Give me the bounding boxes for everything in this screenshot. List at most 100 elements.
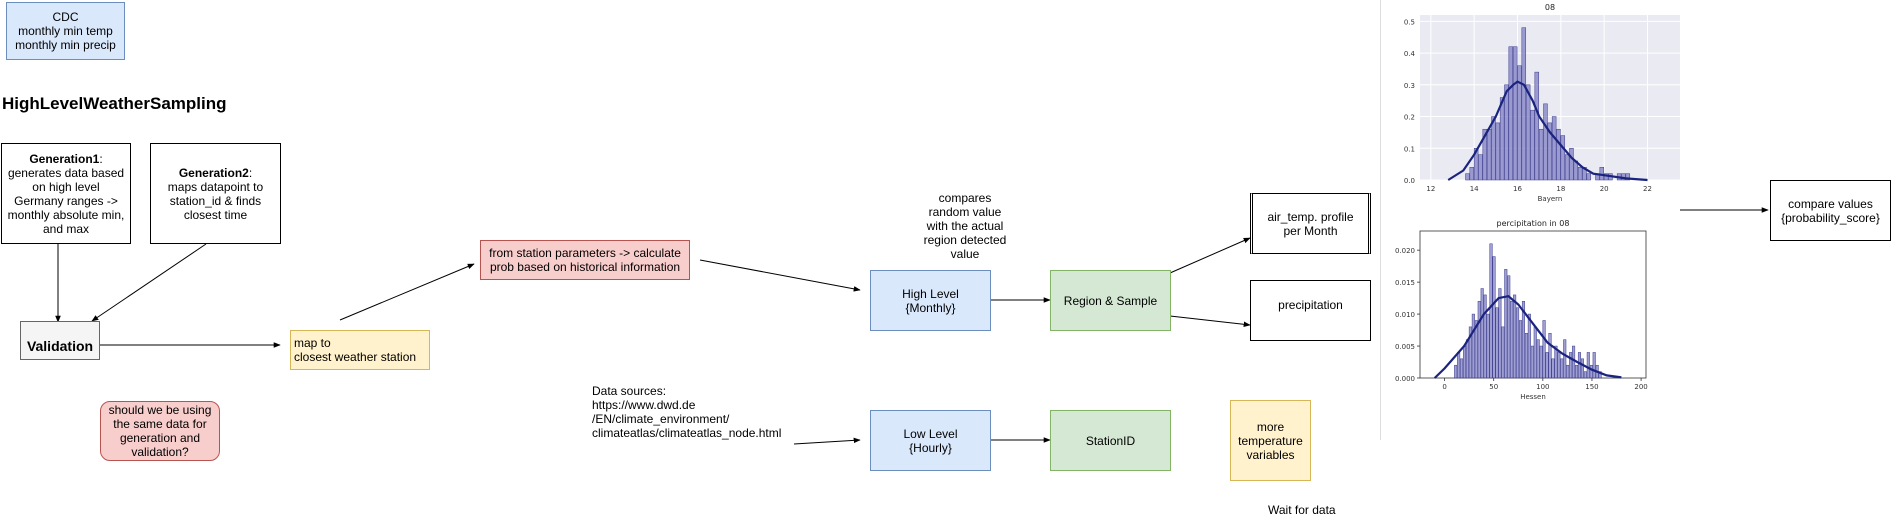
- histogram-bar: [1548, 333, 1552, 379]
- air-temp-line1: air_temp. profile: [1267, 209, 1354, 224]
- y-tick-label: 0.000: [1395, 375, 1415, 383]
- histogram-bar: [1538, 128, 1544, 181]
- arrow-gen2-validation: [91, 243, 207, 322]
- histogram-bar: [1572, 345, 1576, 379]
- histogram-bar: [1589, 364, 1593, 379]
- y-tick-label: 0.020: [1395, 247, 1415, 255]
- validation-label: Validation: [26, 338, 94, 354]
- cdc-line1: monthly min temp: [18, 24, 113, 38]
- prob-line2: prob based on historical information: [489, 260, 681, 274]
- histogram-bar: [1465, 339, 1469, 379]
- y-tick-label: 0.0: [1404, 177, 1415, 185]
- histogram-bar: [1560, 135, 1566, 181]
- generation2-box[interactable]: Generation2: maps datapoint to station_i…: [150, 143, 281, 244]
- high-level-box[interactable]: High Level {Monthly}: [870, 270, 991, 331]
- air-temp-box[interactable]: air_temp. profile per Month: [1250, 193, 1371, 254]
- histogram-bar: [1510, 301, 1514, 379]
- histogram-bar: [1513, 294, 1517, 379]
- histogram-bar: [1504, 84, 1509, 181]
- histogram-bar: [1495, 307, 1499, 379]
- histogram-bar: [1469, 167, 1475, 181]
- histogram-bar: [1473, 148, 1479, 181]
- x-tick-label: 18: [1556, 185, 1565, 193]
- x-tick-label: 150: [1585, 383, 1598, 391]
- data-sources-line1: Data sources:: [592, 384, 667, 398]
- histogram-bar: [1454, 364, 1458, 379]
- x-tick-label: 22: [1643, 185, 1652, 193]
- chart-panel-border: [1380, 0, 1381, 440]
- station-id-box[interactable]: StationID: [1050, 410, 1171, 471]
- histogram-bar: [1542, 320, 1546, 379]
- histogram-bar: [1543, 103, 1548, 181]
- map-station-line1: map to: [294, 336, 331, 350]
- cdc-line2: monthly min precip: [15, 38, 116, 52]
- histogram-bar: [1460, 358, 1464, 379]
- histogram-bar: [1524, 333, 1528, 379]
- histogram-bar: [1533, 326, 1537, 379]
- question-box[interactable]: should we be using the same data for gen…: [100, 401, 220, 461]
- histogram-bar: [1575, 364, 1579, 379]
- histogram-bar: [1569, 352, 1573, 379]
- histogram-bar: [1547, 122, 1553, 181]
- map-station-box[interactable]: map to closest weather station: [290, 330, 430, 370]
- x-tick-label: 12: [1426, 185, 1435, 193]
- histogram-bar: [1508, 46, 1514, 181]
- y-tick-label: 0.005: [1395, 343, 1415, 351]
- chart-title: percipitation in 08: [1497, 219, 1570, 228]
- cdc-title: CDC: [52, 10, 79, 24]
- histogram-bar: [1465, 173, 1470, 181]
- data-sources-line4: climateatlas/climateatlas_node.html: [592, 426, 782, 440]
- more-temp-line3: variables: [1246, 447, 1295, 462]
- histogram-bar: [1566, 364, 1570, 379]
- histogram-bar: [1486, 128, 1492, 181]
- question-text: should we be using the same data for gen…: [108, 403, 212, 459]
- histogram-bar: [1482, 128, 1488, 181]
- arrow-region-precip: [1169, 315, 1251, 328]
- y-tick-label: 0.2: [1404, 114, 1415, 122]
- y-tick-label: 0.015: [1395, 279, 1415, 287]
- y-tick-label: 0.4: [1404, 50, 1416, 58]
- histogram-bar: [1583, 371, 1587, 379]
- histogram-bar: [1478, 154, 1483, 181]
- histogram-bar: [1527, 313, 1531, 379]
- histogram-bar: [1492, 256, 1496, 379]
- precipitation-box[interactable]: precipitation: [1250, 280, 1371, 341]
- compare-values-line1: compare values: [1788, 196, 1873, 211]
- x-tick-label: 16: [1513, 185, 1522, 193]
- data-sources-note: Data sources: https://www.dwd.de /EN/cli…: [592, 384, 781, 440]
- kde-line: [1433, 295, 1622, 379]
- histogram-bar: [1534, 71, 1540, 181]
- chart-title: 08: [1545, 3, 1555, 12]
- histogram-bar: [1504, 269, 1508, 379]
- histogram-bar: [1457, 352, 1461, 379]
- histogram-bar: [1499, 97, 1505, 181]
- low-level-box[interactable]: Low Level {Hourly}: [870, 410, 991, 471]
- low-level-line2: {Hourly}: [909, 440, 952, 455]
- cdc-box[interactable]: CDC monthly min temp monthly min precip: [6, 2, 125, 60]
- high-level-line2: {Monthly}: [905, 300, 956, 315]
- histogram-bar: [1560, 358, 1564, 379]
- histogram-bar: [1521, 301, 1525, 379]
- histogram-bar: [1480, 288, 1484, 379]
- compare-values-box[interactable]: compare values {probability_score}: [1770, 180, 1891, 241]
- air-temp-line2: per Month: [1283, 223, 1338, 238]
- histogram-bar: [1530, 109, 1535, 181]
- kde-line: [1447, 80, 1648, 182]
- prob-box[interactable]: from station parameters -> calculate pro…: [480, 240, 690, 280]
- page-title: HighLevelWeatherSampling: [2, 94, 227, 113]
- histogram-bar: [1551, 358, 1555, 379]
- validation-box[interactable]: Validation: [20, 321, 100, 360]
- more-temp-box[interactable]: more temperature variables: [1230, 400, 1311, 481]
- x-tick-label: 14: [1470, 185, 1479, 193]
- histogram-bar: [1564, 154, 1570, 181]
- histogram-bar: [1577, 167, 1583, 181]
- generation1-box[interactable]: Generation1: generates data based on hig…: [1, 143, 131, 244]
- histogram-bar: [1563, 339, 1567, 379]
- histogram-bar: [1586, 173, 1592, 181]
- y-tick-label: 0.010: [1395, 311, 1415, 319]
- high-level-line1: High Level: [902, 286, 959, 301]
- x-axis-label: Bayern: [1538, 195, 1563, 203]
- region-sample-box[interactable]: Region & Sample: [1050, 270, 1171, 331]
